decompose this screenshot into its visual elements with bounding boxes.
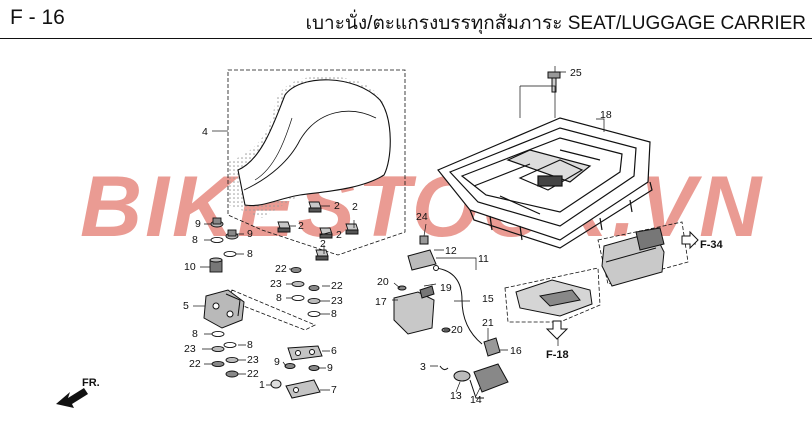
label-25: 25 — [570, 67, 582, 79]
seat-fasteners-lower — [211, 330, 239, 378]
label-6: 6 — [331, 345, 337, 357]
label-9d: 9 — [327, 362, 333, 374]
seat-group-frame — [227, 69, 406, 256]
page-title: เบาะนั่ง/ตะแกรงบรรทุกสัมภาระ SEAT/LUGGAG… — [305, 13, 806, 34]
rear-case-cushion — [601, 227, 665, 287]
label-22b: 22 — [247, 368, 259, 380]
label-18: 18 — [600, 109, 612, 121]
label-19: 19 — [440, 282, 452, 294]
luggage-carrier — [437, 117, 653, 249]
label-8b: 8 — [247, 248, 253, 260]
label-17: 17 — [375, 296, 387, 308]
label-10: 10 — [184, 261, 196, 273]
label-20b: 20 — [451, 324, 463, 336]
seat-assembly — [228, 76, 391, 218]
label-20a: 20 — [377, 276, 389, 288]
label-23c: 23 — [270, 278, 282, 290]
mounting-plates — [270, 345, 323, 399]
label-11: 11 — [478, 253, 489, 265]
label-2b: 2 — [298, 220, 304, 232]
seat-hinge-bracket — [203, 289, 245, 329]
label-4: 4 — [202, 126, 208, 138]
label-22c: 22 — [275, 263, 287, 275]
label-2e: 2 — [320, 238, 326, 250]
label-9c: 9 — [274, 356, 280, 368]
reference-arrows — [56, 230, 699, 408]
label-16: 16 — [510, 345, 522, 357]
parts-diagram: BIKESTOCK.VN — [56, 66, 761, 408]
front-direction-label: FR. — [82, 377, 100, 389]
label-2c: 2 — [336, 229, 342, 241]
center-fasteners — [290, 266, 321, 318]
label-12: 12 — [445, 245, 457, 257]
label-8e: 8 — [276, 292, 282, 304]
label-8f: 8 — [331, 308, 337, 320]
label-8c: 8 — [192, 328, 198, 340]
label-22d: 22 — [331, 280, 343, 292]
label-1: 1 — [259, 379, 265, 391]
label-21: 21 — [482, 317, 494, 329]
label-15: 15 — [482, 293, 494, 305]
label-7: 7 — [331, 384, 337, 396]
label-8a: 8 — [192, 234, 198, 246]
label-23b: 23 — [247, 354, 259, 366]
part-labels: 4 2 2 2 2 2 9 8 9 8 10 5 8 23 22 8 23 22… — [82, 67, 724, 406]
label-2a: 2 — [334, 200, 340, 212]
label-14: 14 — [470, 394, 482, 406]
label-22a: 22 — [189, 358, 201, 370]
label-23d: 23 — [331, 295, 343, 307]
label-3: 3 — [420, 361, 426, 373]
label-13: 13 — [450, 390, 462, 402]
page-code: F - 16 — [10, 6, 65, 29]
leader-lines — [193, 66, 696, 397]
label-23a: 23 — [184, 343, 196, 355]
header-divider — [0, 38, 812, 39]
label-9a: 9 — [195, 218, 201, 230]
label-9b: 9 — [247, 228, 253, 240]
page-header: F - 16 เบาะนั่ง/ตะแกรงบรรทุกสัมภาระ SEAT… — [0, 0, 812, 40]
ref-f18: F-18 — [546, 349, 569, 361]
carrier-bolt — [547, 71, 561, 93]
label-2d: 2 — [352, 201, 358, 213]
label-8d: 8 — [247, 339, 253, 351]
rear-cover-group-frame — [504, 267, 601, 323]
seat-lock-set — [393, 235, 509, 399]
ref-f34: F-34 — [700, 239, 724, 251]
seat-cushions — [277, 201, 359, 261]
rear-cover-part — [515, 279, 593, 317]
label-24: 24 — [416, 211, 428, 223]
label-5: 5 — [183, 300, 189, 312]
